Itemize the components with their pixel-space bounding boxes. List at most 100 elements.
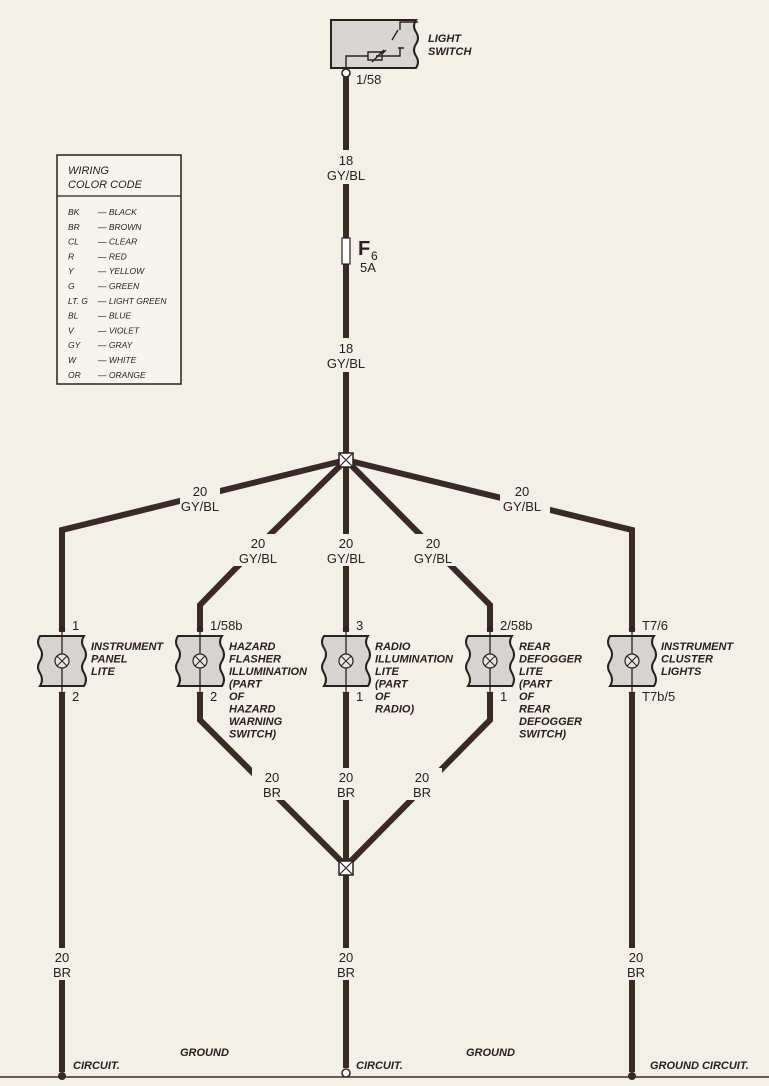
wire-color: GY/BL — [503, 499, 541, 514]
wire-color: GY/BL — [414, 551, 452, 566]
pin-out: 1 — [356, 689, 363, 704]
wire-gauge: 20 — [339, 950, 353, 965]
legend-code: CL — [68, 237, 79, 247]
legend-code: OR — [68, 370, 81, 380]
legend-color-name: — VIOLET — [97, 325, 140, 335]
component-label: HAZARD — [229, 704, 275, 716]
component-label: INSTRUMENT — [661, 641, 734, 653]
pin-in: 1/58b — [210, 618, 243, 633]
legend-title-2: COLOR CODE — [68, 179, 143, 191]
component-label: RADIO — [375, 641, 411, 653]
component-label: LITE — [375, 666, 399, 678]
wire-gauge: 20 — [515, 484, 529, 499]
wire-gauge: 20 — [55, 950, 69, 965]
fuse-name: F — [358, 238, 370, 260]
legend-code: LT. G — [68, 296, 88, 306]
ground-point — [341, 1068, 351, 1078]
wire-color: GY/BL — [181, 499, 219, 514]
label-gap — [180, 482, 220, 514]
wire-gauge: 20 — [426, 536, 440, 551]
instrument-cluster-lights — [607, 624, 657, 698]
ground-text: CIRCUIT. — [356, 1060, 403, 1072]
wire-color: BR — [263, 785, 281, 800]
legend-color-name: — LIGHT GREEN — [97, 296, 167, 306]
pin-out: 2 — [72, 689, 79, 704]
wire-color: GY/BL — [327, 168, 365, 183]
label-gap — [620, 948, 652, 980]
legend-color-name: — GREEN — [97, 281, 140, 291]
wire-color: GY/BL — [327, 356, 365, 371]
ground-text: CIRCUIT. — [73, 1060, 120, 1072]
component-label: CLUSTER — [661, 654, 713, 666]
legend-code: W — [68, 355, 77, 365]
ground-text: GROUND — [180, 1047, 229, 1059]
label-gap — [500, 482, 550, 514]
label-gap — [402, 768, 442, 800]
component-label: DEFOGGER — [519, 716, 582, 728]
label-gap — [234, 534, 284, 566]
component-label: RADIO) — [375, 704, 414, 716]
legend-code: BR — [68, 222, 80, 232]
legend-code: BL — [68, 311, 79, 321]
pin-out: 2 — [210, 689, 217, 704]
wire-color: BR — [337, 965, 355, 980]
wire-ground-right-diag — [343, 692, 493, 869]
wire-gauge: 18 — [339, 341, 353, 356]
component-label: SWITCH) — [519, 729, 566, 741]
component-label: OF — [519, 691, 535, 703]
pin-in: 3 — [356, 618, 363, 633]
legend-color-name: — YELLOW — [97, 266, 145, 276]
component-label: (PART — [519, 679, 553, 691]
wire-gauge: 20 — [339, 770, 353, 785]
legend-code: GY — [68, 340, 82, 350]
ground-text: GROUND CIRCUIT. — [650, 1060, 749, 1072]
pin-in: T7/6 — [642, 618, 668, 633]
wire-outer-right — [345, 457, 635, 632]
wire-gauge: 20 — [251, 536, 265, 551]
legend-color-name: — BLACK — [97, 207, 137, 217]
light-switch-pin: 1/58 — [356, 72, 381, 87]
component-label: ILLUMINATION — [375, 654, 454, 666]
light-switch-label-2: SWITCH — [428, 46, 472, 58]
label-gap — [330, 768, 362, 800]
legend-title: WIRING — [68, 165, 109, 177]
wire-gauge: 20 — [265, 770, 279, 785]
legend-color-name: — CLEAR — [97, 237, 137, 247]
legend-color-name: — ORANGE — [97, 370, 146, 380]
label-gap — [252, 768, 292, 800]
radio-illumination-lite — [321, 624, 371, 698]
component-label: INSTRUMENT — [91, 641, 164, 653]
component-label: OF — [229, 691, 245, 703]
fuse-icon — [341, 237, 351, 265]
component-label: LITE — [519, 666, 543, 678]
light-switch — [330, 19, 419, 78]
label-gap — [340, 150, 352, 184]
legend-color-name: — WHITE — [97, 355, 137, 365]
wire-gauge: 20 — [193, 484, 207, 499]
label-gap — [46, 948, 78, 980]
component-label: REAR — [519, 704, 550, 716]
wire-color: BR — [627, 965, 645, 980]
component-label: FLASHER — [229, 654, 281, 666]
legend-code: G — [68, 281, 75, 291]
wire-gauge: 20 — [415, 770, 429, 785]
wire-color: BR — [413, 785, 431, 800]
wire-inner-right — [343, 457, 493, 632]
splice-upper — [338, 452, 354, 468]
instrument-panel-lite — [37, 624, 87, 698]
wire-color: GY/BL — [327, 551, 365, 566]
component-label: HAZARD — [229, 641, 275, 653]
wire-color: GY/BL — [239, 551, 277, 566]
splice-lower — [338, 860, 354, 876]
component-label: WARNING — [229, 716, 283, 728]
component-label: LIGHTS — [661, 666, 702, 678]
legend-code: BK — [68, 207, 80, 217]
light-switch-label: LIGHT — [428, 33, 462, 45]
ground-point — [628, 1072, 636, 1080]
legend-code: R — [68, 251, 74, 261]
component-label: OF — [375, 691, 391, 703]
component-label: (PART — [229, 679, 263, 691]
component-label: ILLUMINATION — [229, 666, 308, 678]
